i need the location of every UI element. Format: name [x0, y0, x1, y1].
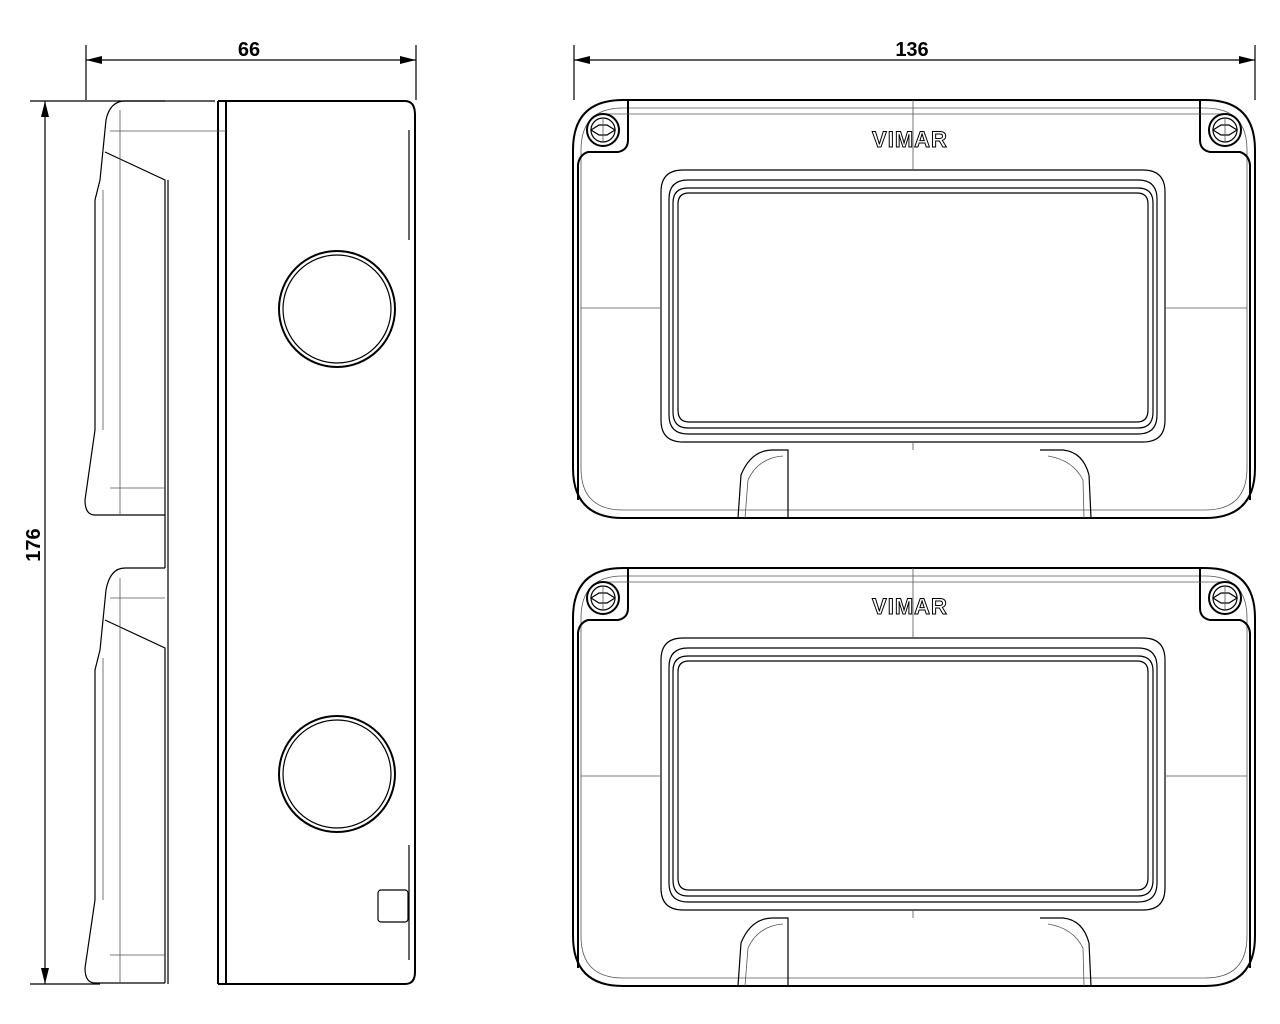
dimension-label-front-width: 136	[895, 39, 928, 61]
cable-knockout	[278, 715, 396, 833]
dimension-side-width: 66	[85, 39, 417, 100]
dimension-label-side-width: 66	[238, 39, 260, 61]
side-view	[84, 100, 416, 985]
module-top: VIMAR	[572, 99, 1256, 519]
brand-logo: VIMAR	[872, 127, 948, 152]
module-bottom: VIMAR	[572, 567, 1256, 987]
dimension-height: 176	[23, 100, 215, 985]
front-view: VIMAR VIMAR	[572, 99, 1256, 987]
cable-knockout	[278, 250, 396, 368]
dimension-front-width: 136	[573, 39, 1256, 100]
brand-logo: VIMAR	[872, 594, 948, 619]
dimension-label-height: 176	[23, 528, 45, 561]
